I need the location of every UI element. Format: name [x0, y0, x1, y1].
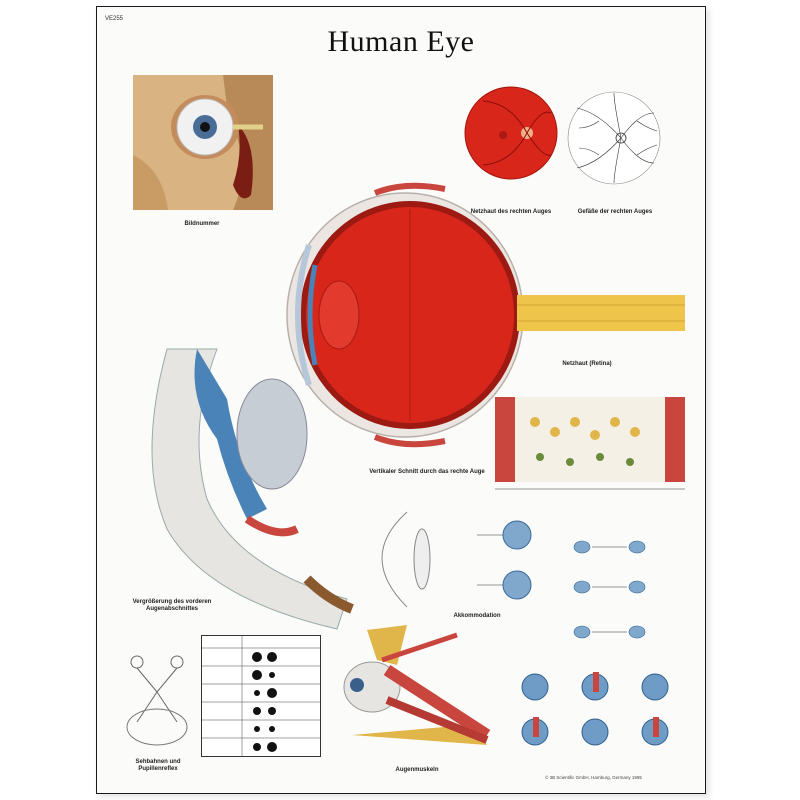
- orbit-caption: Bildnummer: [184, 221, 220, 227]
- anterior-segment-figure: [151, 348, 354, 630]
- retina-fundus-figure: [464, 86, 558, 180]
- retina-vessels-figure: [567, 91, 661, 185]
- publisher-footer: © 3B Scientific GmbH, Hamburg, Germany 1…: [545, 775, 642, 780]
- accommodation-figure: [381, 511, 532, 608]
- retina-layers-caption: Netzhaut (Retina): [562, 361, 612, 367]
- anterior-caption: Vergrößerung des vorderen Augenabschnitt…: [132, 599, 212, 612]
- eye-muscles-figure: [343, 625, 491, 745]
- cross-section-caption: Vertikaler Schnitt durch das rechte Auge: [369, 469, 485, 475]
- muscles-caption: Augenmuskeln: [395, 767, 439, 773]
- visual-pathway-figure: [126, 655, 188, 746]
- retina-layers-figure: [495, 397, 685, 490]
- orbit-figure: [133, 75, 273, 210]
- accommodation-caption: Akkommodation: [453, 613, 501, 619]
- pupil-reflex-table: [201, 635, 321, 757]
- retina-left-caption: Netzhaut des rechten Auges: [470, 209, 552, 215]
- eye-function-figure: [521, 672, 669, 746]
- pupil-reflex-grid: [202, 636, 320, 756]
- eye-anatomy-poster: VE255 Human Eye Bildnummer Netzhaut des …: [96, 6, 706, 794]
- retina-right-caption: Gefäße der rechten Auges: [577, 209, 653, 215]
- visual-field-caption: Sehbahnen und Pupillenreflex: [135, 759, 181, 772]
- poster-code: VE255: [105, 16, 124, 22]
- poster-title: Human Eye: [327, 25, 475, 58]
- eye-cross-section-figure: [286, 182, 685, 448]
- eye-movement-figure: [573, 540, 646, 639]
